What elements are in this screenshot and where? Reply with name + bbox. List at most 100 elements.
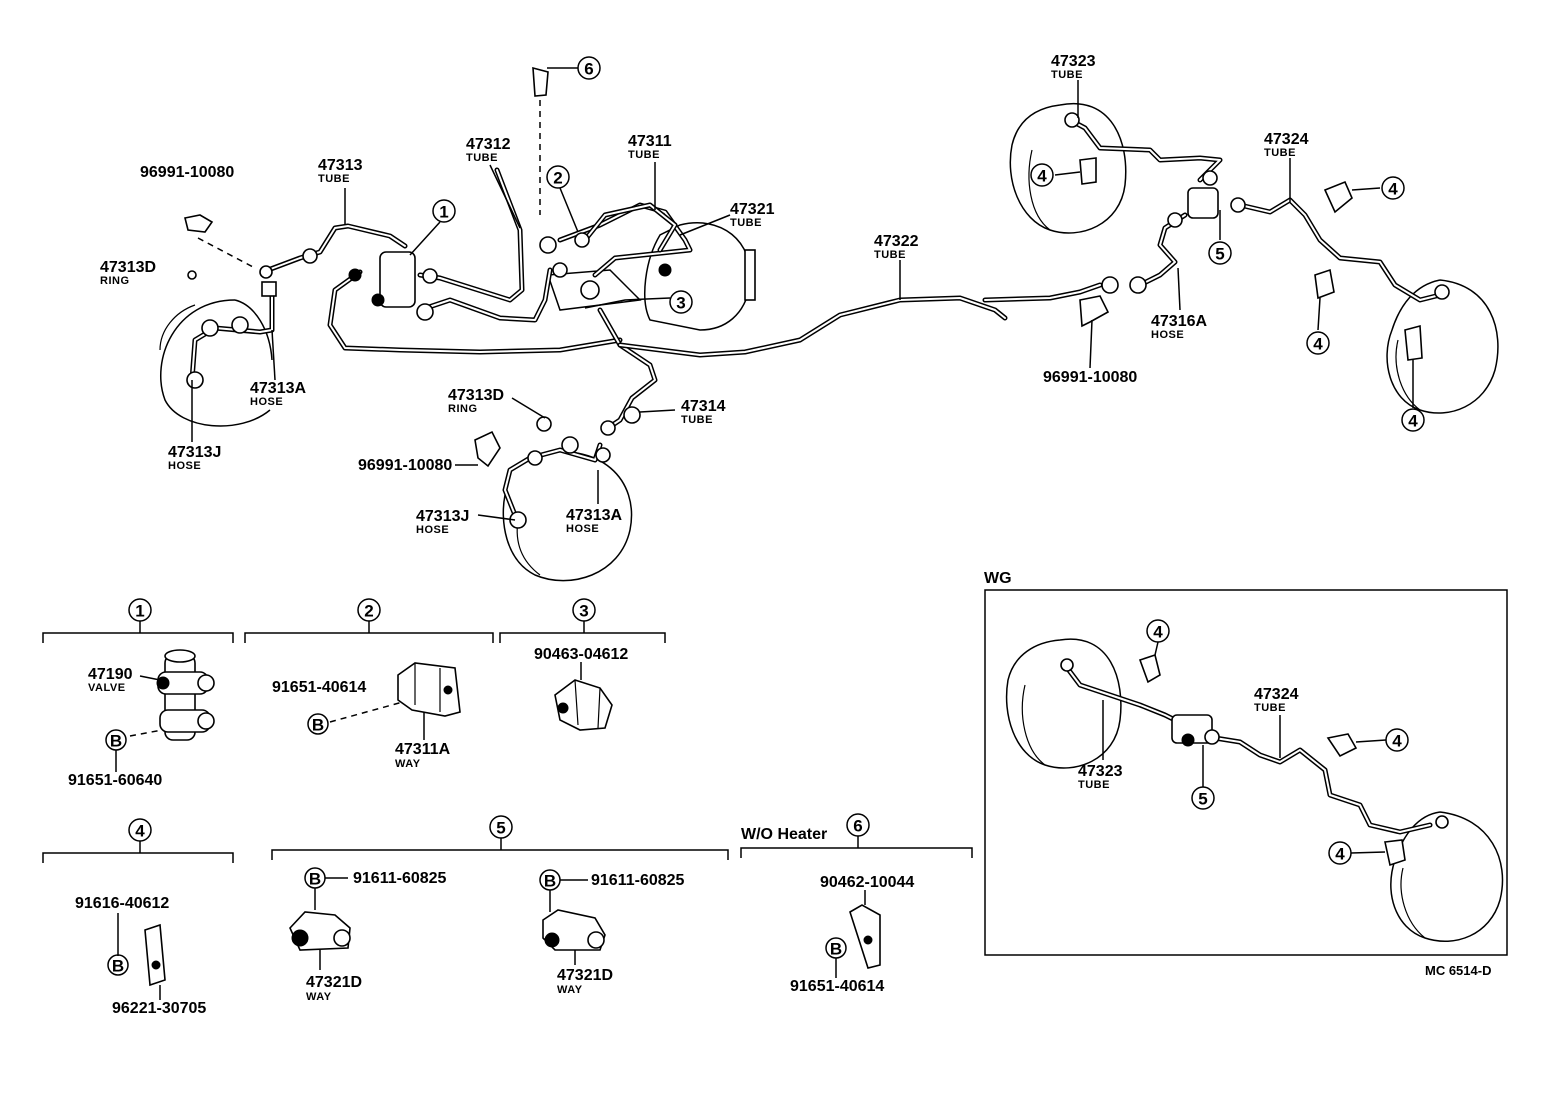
svg-text:47321: 47321: [730, 201, 775, 218]
svg-text:5: 5: [1215, 245, 1224, 264]
svg-text:1: 1: [135, 602, 144, 621]
svg-text:4: 4: [1392, 732, 1402, 751]
wg-inset: WG 47324 TUBE 47323 TUBE 4 4 5: [984, 570, 1508, 956]
svg-text:47313A: 47313A: [566, 507, 622, 524]
svg-text:TUBE: TUBE: [628, 149, 660, 161]
detail-5: 5 B 91611-60825 47321D WAY B 91611-60825…: [271, 815, 729, 1003]
svg-text:47322: 47322: [874, 233, 919, 250]
svg-text:TUBE: TUBE: [681, 414, 713, 426]
svg-text:TUBE: TUBE: [466, 152, 498, 164]
svg-text:HOSE: HOSE: [416, 524, 449, 536]
svg-text:47313J: 47313J: [168, 444, 221, 461]
svg-text:4: 4: [1037, 167, 1047, 186]
drum-front-left: [159, 299, 273, 427]
svg-text:91651-60640: 91651-60640: [68, 772, 162, 789]
svg-text:TUBE: TUBE: [874, 249, 906, 261]
svg-text:HOSE: HOSE: [566, 523, 599, 535]
svg-text:91611-60825: 91611-60825: [353, 870, 447, 887]
svg-text:90462-10044: 90462-10044: [820, 874, 914, 891]
drum-rear-right: [1386, 279, 1499, 414]
clips: [184, 66, 1423, 468]
label-47324: 47324 TUBE: [1264, 131, 1309, 159]
svg-text:91651-40614: 91651-40614: [790, 978, 884, 995]
svg-text:W/O Heater: W/O Heater: [741, 826, 827, 843]
svg-text:91651-40614: 91651-40614: [272, 679, 366, 696]
svg-text:MC 6514-D: MC 6514-D: [1425, 963, 1491, 978]
svg-text:47314: 47314: [681, 398, 726, 415]
svg-text:TUBE: TUBE: [1051, 69, 1083, 81]
drum-rear-left: [1009, 102, 1127, 234]
svg-text:91611-60825: 91611-60825: [591, 872, 685, 889]
svg-text:6: 6: [853, 817, 862, 836]
label-47316A: 47316A HOSE: [1151, 313, 1207, 341]
svg-text:6: 6: [584, 60, 593, 79]
callout-4-rear-mid: 4: [1306, 331, 1330, 355]
svg-text:47190: 47190: [88, 666, 133, 683]
svg-text:B: B: [110, 732, 122, 751]
svg-text:TUBE: TUBE: [1264, 147, 1296, 159]
svg-text:4: 4: [1153, 623, 1163, 642]
svg-text:RING: RING: [100, 275, 130, 287]
svg-text:47323: 47323: [1078, 763, 1123, 780]
callout-2-top: 2: [546, 165, 570, 189]
svg-text:4: 4: [1408, 412, 1418, 431]
svg-text:WG: WG: [984, 570, 1012, 587]
svg-text:B: B: [309, 870, 321, 889]
svg-text:47311A: 47311A: [395, 741, 451, 758]
label-47313A-mid: 47313A HOSE: [566, 507, 622, 535]
callout-3-top: 3: [669, 290, 693, 314]
label-47313J-left: 47313J HOSE: [168, 444, 221, 472]
svg-text:B: B: [830, 940, 842, 959]
svg-text:47316A: 47316A: [1151, 313, 1207, 330]
svg-text:HOSE: HOSE: [1151, 329, 1184, 341]
svg-text:TUBE: TUBE: [318, 173, 350, 185]
svg-text:HOSE: HOSE: [168, 460, 201, 472]
detail-2: 2 91651-40614 B 47311A WAY: [244, 598, 494, 770]
svg-text:47323: 47323: [1051, 53, 1096, 70]
svg-text:3: 3: [579, 602, 588, 621]
callout-4-rear-bottom: 4: [1401, 408, 1425, 432]
label-47314: 47314 TUBE: [681, 398, 726, 426]
label-47313D-mid: 47313D RING: [448, 387, 504, 415]
svg-text:TUBE: TUBE: [1254, 702, 1286, 714]
svg-text:TUBE: TUBE: [1078, 779, 1110, 791]
detail-6: W/O Heater 6 90462-10044 B 91651-40614: [740, 813, 973, 995]
svg-text:47313J: 47313J: [416, 508, 469, 525]
svg-text:4: 4: [1388, 180, 1398, 199]
callout-4-rear-top: 4: [1381, 176, 1405, 200]
leader-lines: [191, 67, 1414, 521]
svg-text:96991-10080: 96991-10080: [140, 164, 234, 181]
label-47311: 47311 TUBE: [628, 133, 672, 161]
svg-text:5: 5: [496, 819, 505, 838]
callout-4-rear-left: 4: [1030, 163, 1054, 187]
label-47313J-mid: 47313J HOSE: [416, 508, 469, 536]
svg-text:TUBE: TUBE: [730, 217, 762, 229]
svg-text:RING: RING: [448, 403, 478, 415]
svg-text:5: 5: [1198, 790, 1207, 809]
svg-text:47321D: 47321D: [557, 967, 613, 984]
svg-text:2: 2: [553, 169, 562, 188]
svg-text:WAY: WAY: [306, 991, 332, 1003]
callout-5-rear: 5: [1208, 241, 1232, 265]
svg-text:HOSE: HOSE: [250, 396, 283, 408]
label-47322: 47322 TUBE: [874, 233, 919, 261]
brake-pipes-main: [189, 117, 1443, 518]
label-47321: 47321 TUBE: [730, 201, 775, 229]
label-96991-top: 96991-10080: [140, 164, 234, 181]
svg-text:47313A: 47313A: [250, 380, 306, 397]
svg-text:B: B: [312, 716, 324, 735]
svg-text:B: B: [544, 872, 556, 891]
callout-1-top: 1: [432, 199, 456, 223]
svg-text:4: 4: [1335, 845, 1345, 864]
svg-text:90463-04612: 90463-04612: [534, 646, 628, 663]
svg-text:3: 3: [676, 294, 685, 313]
svg-text:4: 4: [1313, 335, 1323, 354]
svg-text:96991-10080: 96991-10080: [1043, 369, 1137, 386]
svg-text:47313D: 47313D: [100, 259, 156, 276]
label-96991-mid: 96991-10080: [358, 457, 452, 474]
label-96991-right: 96991-10080: [1043, 369, 1137, 386]
pipe-fittings: [186, 112, 1450, 529]
svg-text:47313D: 47313D: [448, 387, 504, 404]
svg-text:2: 2: [364, 602, 373, 621]
